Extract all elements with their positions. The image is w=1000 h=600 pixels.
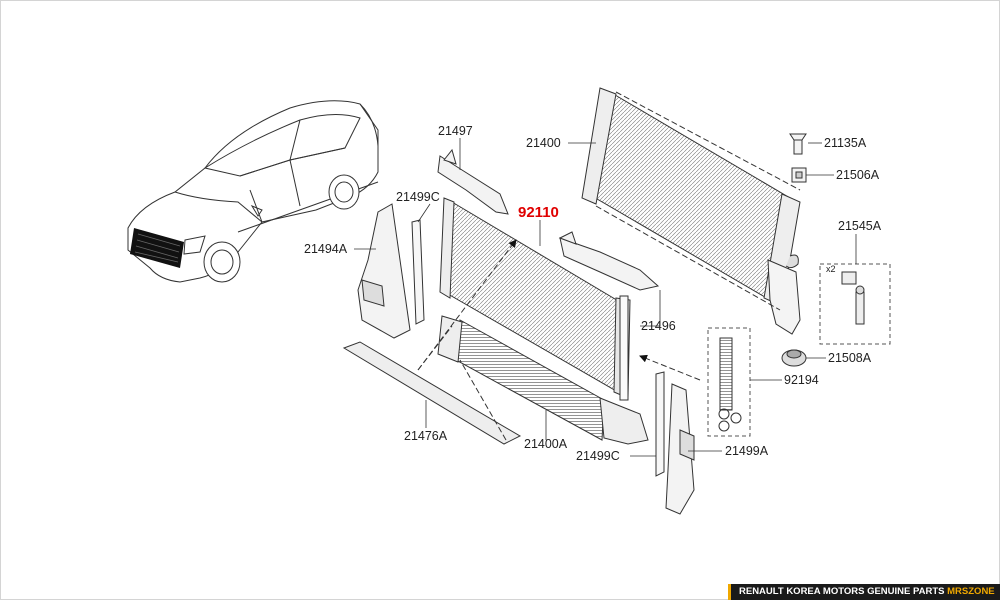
deflector-21494A bbox=[357, 203, 411, 339]
deflector-21499A bbox=[665, 383, 695, 515]
watermark-text: RENAULT KOREA MOTORS GENUINE PARTS bbox=[739, 586, 945, 597]
condenser-92110 bbox=[439, 197, 631, 401]
bracket-21496 bbox=[558, 231, 660, 291]
strip-21476A bbox=[342, 341, 522, 445]
seal-21499C-top bbox=[411, 219, 425, 325]
label-21508A: 21508A bbox=[828, 351, 872, 365]
label-92110: 92110 bbox=[518, 204, 559, 221]
label-qty-x2: x2 bbox=[826, 264, 836, 274]
label-21497: 21497 bbox=[438, 124, 473, 138]
label-21499C-bottom: 21499C bbox=[576, 449, 620, 463]
clip-21506A bbox=[791, 167, 807, 183]
label-21506A: 21506A bbox=[836, 168, 880, 182]
leader-lines bbox=[354, 138, 857, 457]
bolt-21135A bbox=[789, 133, 807, 155]
label-21135A: 21135A bbox=[824, 136, 867, 150]
label-21494A: 21494A bbox=[304, 242, 348, 256]
kit-21545A bbox=[819, 263, 891, 345]
dryer-kit-92194 bbox=[707, 327, 751, 437]
position-lines bbox=[417, 239, 701, 441]
label-21496: 21496 bbox=[641, 319, 676, 333]
radiator-21400 bbox=[581, 87, 801, 335]
label-21400: 21400 bbox=[526, 136, 561, 150]
car-radiator-highlight bbox=[130, 228, 184, 268]
label-21400A: 21400A bbox=[524, 437, 568, 451]
drain-plug-21508A bbox=[781, 349, 807, 367]
watermark-brand: MRSZONE bbox=[947, 586, 995, 597]
label-92194: 92194 bbox=[784, 373, 819, 387]
label-21476A: 21476A bbox=[404, 429, 448, 443]
bracket-21497 bbox=[437, 148, 509, 215]
intercooler-21400A bbox=[437, 315, 649, 445]
seal-21499C-bottom bbox=[655, 371, 665, 477]
label-21499C-top: 21499C bbox=[396, 190, 440, 204]
car-illustration bbox=[127, 100, 379, 283]
label-21499A: 21499A bbox=[725, 444, 769, 458]
label-21545A: 21545A bbox=[838, 219, 882, 233]
watermark-banner: RENAULT KOREA MOTORS GENUINE PARTS MRSZO… bbox=[728, 584, 1000, 600]
